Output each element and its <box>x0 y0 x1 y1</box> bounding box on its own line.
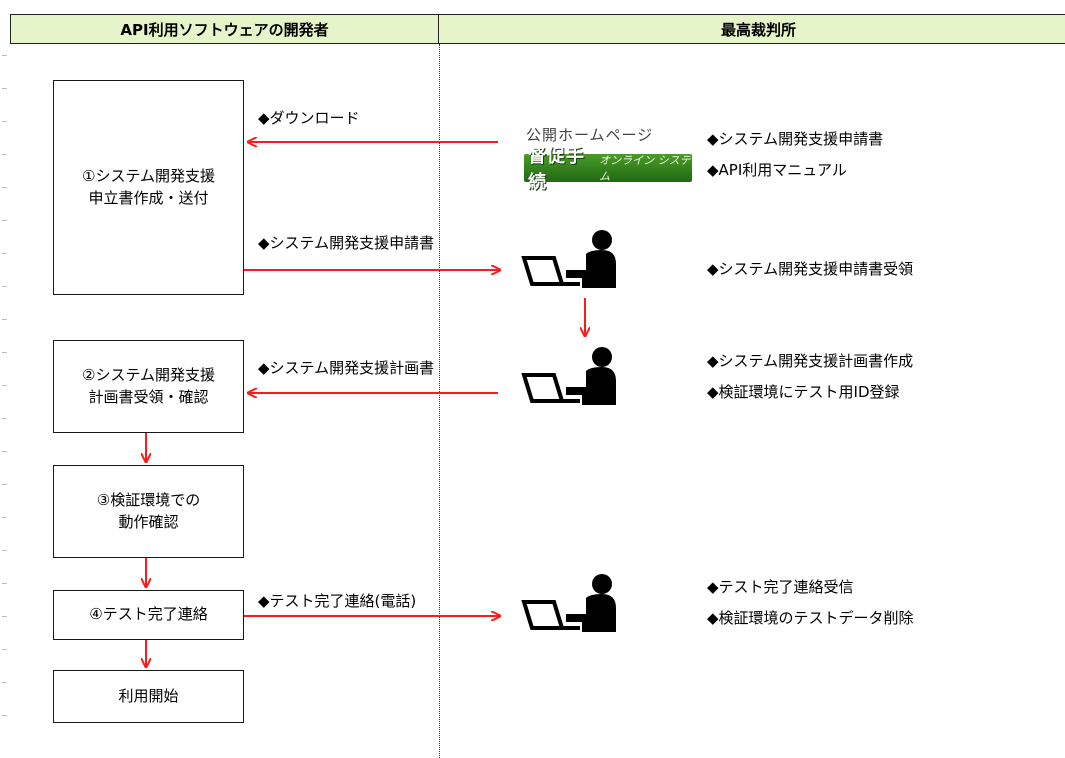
note-test-received: ◆テスト完了連絡受信 <box>707 578 854 596</box>
person-at-computer-icon <box>521 230 616 288</box>
step-3-box: ③検証環境での 動作確認 <box>53 465 244 558</box>
step-4-label: ④テスト完了連絡 <box>89 605 208 624</box>
note-hp-application: ◆システム開発支援申請書 <box>707 130 884 148</box>
plan-label: ◆システム開発支援計画書 <box>258 359 435 377</box>
tokusoku-online-logo: 督促手続 オンライン システム <box>524 146 692 193</box>
step-1-label: ①システム開発支援 申立書作成・送付 <box>82 166 215 207</box>
note-hp-manual: ◆API利用マニュアル <box>707 161 847 179</box>
logo-sub-text: オンライン システム <box>599 154 691 183</box>
start-use-label: 利用開始 <box>118 686 179 705</box>
test-done-label: ◆テスト完了連絡(電話) <box>258 592 417 610</box>
person-at-computer-icon <box>521 574 616 632</box>
application-label: ◆システム開発支援申請書 <box>258 234 435 252</box>
note-plan-create: ◆システム開発支援計画書作成 <box>707 352 914 370</box>
note-receive: ◆システム開発支援申請書受領 <box>707 260 914 278</box>
note-test-data-delete: ◆検証環境のテストデータ削除 <box>707 609 914 627</box>
step-4-box: ④テスト完了連絡 <box>53 590 244 640</box>
step-3-label: ③検証環境での 動作確認 <box>96 490 201 531</box>
note-test-id: ◆検証環境にテスト用ID登録 <box>707 383 900 401</box>
step-2-box: ②システム開発支援 計画書受領・確認 <box>53 340 244 433</box>
supreme-court-column-header: 最高裁判所 <box>439 14 1065 44</box>
public-homepage-caption: 公開ホームページ <box>526 126 654 144</box>
step-1-box: ①システム開発支援 申立書作成・送付 <box>53 80 244 295</box>
row-ticks <box>0 55 8 755</box>
start-use-box: 利用開始 <box>53 670 244 723</box>
step-2-label: ②システム開発支援 計画書受領・確認 <box>82 365 215 406</box>
developer-column-header: API利用ソフトウェアの開発者 <box>10 14 439 44</box>
person-at-computer-icon <box>521 347 616 405</box>
download-label: ◆ダウンロード <box>258 109 360 127</box>
column-divider <box>439 44 440 758</box>
logo-main-text: 督促手続 <box>528 146 585 193</box>
